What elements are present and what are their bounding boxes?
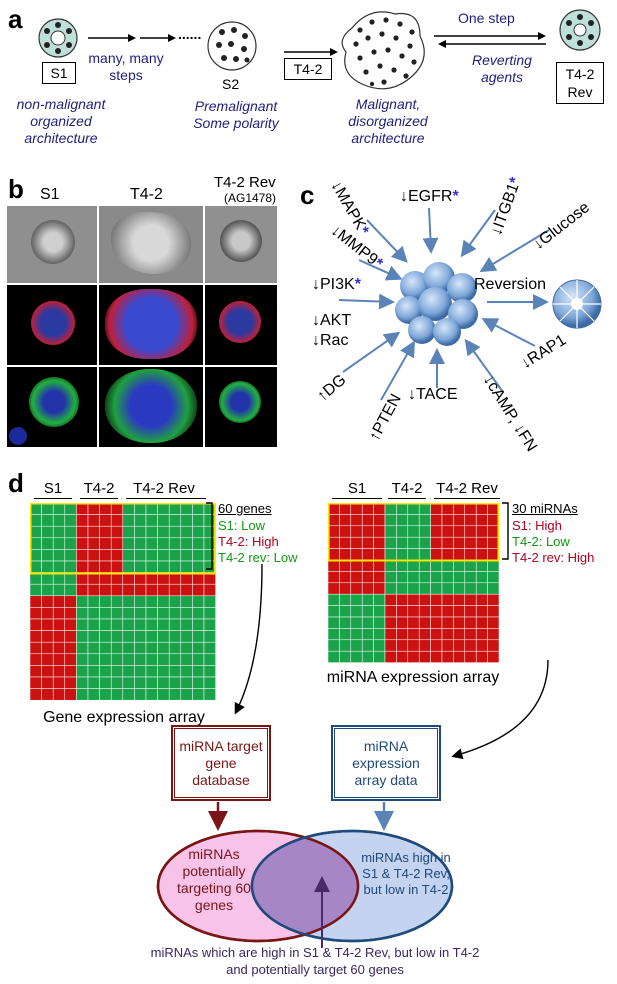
micrograph-rev-red [205, 285, 277, 365]
gene-expression-heatmap [30, 503, 216, 701]
one-step-label: One step [458, 10, 515, 26]
many-steps-label: many, many steps [88, 50, 164, 83]
premalignant-label: Premalignant Some polarity [193, 98, 279, 131]
mirna-uline-s1 [332, 498, 382, 499]
miRNA-target-db-box: miRNA target gene database [171, 725, 271, 801]
heatmap-cell [487, 650, 500, 663]
s1-box: S1 [42, 62, 76, 84]
gene-uline-s1 [34, 498, 72, 499]
venn-diagram [156, 829, 454, 948]
mirna-caption: miRNA expression array [326, 669, 500, 686]
panel-a-diagram [38, 9, 601, 90]
panel-d-flow [208, 563, 549, 831]
micrograph-s1-brightfield [7, 206, 97, 283]
reverting-agents-label: Reverting agents [472, 52, 532, 85]
panel-c-arrows [338, 207, 602, 401]
gene-header-s1: S1 [43, 480, 63, 497]
reverted-acinus-icon [552, 279, 602, 329]
malignant-label: Malignant, disorganized architecture [348, 96, 428, 146]
micrograph-rev-green [205, 367, 277, 447]
t42rev-cluster-icon [559, 9, 601, 51]
mirna-expression-heatmap [328, 503, 500, 663]
mirna-legend-title: 30 miRNAs [512, 501, 578, 516]
mirna-legend-t42: T4-2: Low [512, 534, 570, 549]
venn-right-text: miRNAs high in S1 & T4-2 Rev, but low in… [361, 850, 451, 897]
box-data-text: miRNA expression array data [352, 737, 420, 788]
micrograph-t42-red [99, 285, 203, 365]
gene-header-t42: T4-2 [83, 480, 115, 497]
s1-cluster-icon [38, 18, 78, 58]
col-header-t42: T4-2 [130, 186, 163, 203]
panel-a-label: a [8, 4, 23, 34]
panel-b-label: b [8, 174, 24, 204]
micrograph-s1-green [7, 367, 97, 447]
malignant-cluster-icon [341, 11, 425, 90]
label-rac: ↓Rac [312, 332, 349, 349]
t42rev-box: T4-2 Rev [556, 62, 604, 104]
gene-uline-t42 [80, 498, 118, 499]
mirna-legend-rev: T4-2 rev: High [512, 550, 595, 565]
mirna-uline-t42 [388, 498, 426, 499]
mirna-uline-rev [434, 498, 500, 499]
venn-left-text: miRNAs potentially targeting 60 genes [177, 846, 251, 913]
label-akt: ↓AKT [312, 312, 352, 329]
gene-uline-rev [126, 498, 206, 499]
cancer-cluster-icon [395, 262, 478, 346]
miRNA-array-data-box: miRNA expression array data [331, 725, 441, 801]
t42-box: T4-2 [284, 58, 332, 80]
heatmap-highlight-box [328, 503, 500, 562]
heatmap-cell [203, 688, 216, 701]
nonmalignant-label: non-malignant organized architecture [16, 96, 106, 146]
mirna-legend-s1: S1: High [512, 518, 562, 533]
col-header-s1: S1 [40, 186, 60, 203]
mirna-header-s1: S1 [347, 480, 367, 497]
mirna-header-rev: T4-2 Rev [436, 480, 498, 497]
mirna-header-t42: T4-2 [391, 480, 423, 497]
heatmap-highlight-box [30, 503, 216, 575]
micrograph-rev-brightfield [205, 206, 277, 283]
box-db-text: miRNA target gene database [179, 737, 263, 788]
gene-legend-rev: T4-2 rev: Low [218, 550, 298, 565]
panel-c-label: c [300, 180, 315, 210]
panel-d-label: d [8, 468, 24, 498]
label-egfr: ↓EGFR* [400, 188, 459, 205]
legend-brackets [206, 502, 509, 570]
gene-legend-s1: S1: Low [218, 518, 265, 533]
s2-label: S2 [222, 76, 240, 92]
label-reversion: Reversion [474, 276, 547, 293]
gene-caption: Gene expression array [43, 709, 205, 726]
col-header-rev: T4-2 Rev [214, 174, 276, 191]
micrograph-s1-red [7, 285, 97, 365]
gene-legend-title: 60 genes [218, 501, 272, 516]
micrograph-t42-green [99, 367, 203, 447]
gene-legend-t42: T4-2: High [218, 534, 279, 549]
label-pi3k: ↓PI3K* [312, 276, 361, 293]
gene-header-rev: T4-2 Rev [133, 480, 195, 497]
label-tace: ↓TACE [408, 386, 458, 403]
bottom-note: miRNAs which are high in S1 & T4-2 Rev, … [150, 945, 480, 977]
ellipsis: ...... [178, 26, 202, 42]
micrograph-t42-brightfield [99, 206, 203, 283]
s2-cluster-icon [207, 21, 257, 71]
col-header-rev-sub: (AG1478) [224, 191, 277, 205]
